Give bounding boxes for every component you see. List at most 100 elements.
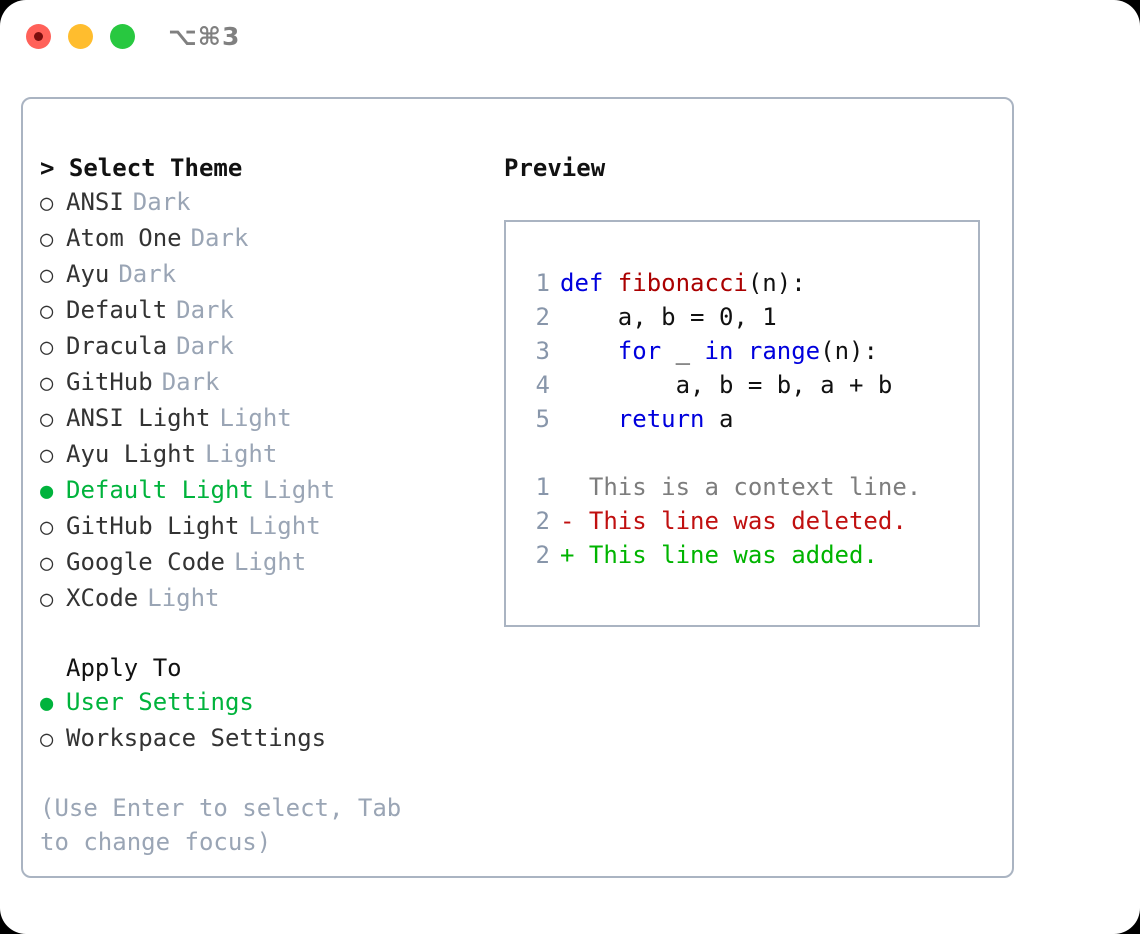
select-theme-header: > Select Theme bbox=[40, 154, 243, 182]
diff-line-text: This is a context line. bbox=[560, 473, 922, 501]
theme-option-label: XCode bbox=[66, 584, 139, 612]
code-token-plain bbox=[560, 405, 618, 433]
theme-option-label: Default bbox=[66, 296, 168, 324]
theme-option-kind: Dark bbox=[118, 260, 177, 288]
radio-unselected-icon: ○ bbox=[40, 551, 54, 576]
code-line: 1 def fibonacci(n): bbox=[520, 266, 974, 300]
radio-unselected-icon: ○ bbox=[40, 227, 54, 252]
diff-line-number: 2 bbox=[535, 507, 550, 535]
radio-unselected-icon: ○ bbox=[40, 515, 54, 540]
code-line: 3 for _ in range(n): bbox=[520, 334, 974, 368]
diff-line-text: - This line was deleted. bbox=[560, 507, 907, 535]
code-line: 5 return a bbox=[520, 402, 974, 436]
apply-to-header: Apply To bbox=[66, 654, 182, 682]
theme-option-xcode[interactable]: ○ XCode Light bbox=[40, 581, 490, 617]
apply-to-list[interactable]: ● User Settings ○ Workspace Settings bbox=[40, 685, 490, 757]
apply-to-option-label: Workspace Settings bbox=[66, 724, 327, 752]
code-line-text: return a bbox=[560, 402, 734, 436]
theme-option-kind: Dark bbox=[176, 332, 234, 360]
code-line-number: 1 bbox=[535, 269, 550, 297]
radio-selected-icon: ● bbox=[40, 691, 54, 716]
theme-option-kind: Light bbox=[219, 404, 292, 432]
theme-option-label: Ayu Light bbox=[66, 440, 197, 468]
diff-line-del: 2 - This line was deleted. bbox=[520, 504, 974, 538]
close-button-icon[interactable] bbox=[26, 24, 51, 49]
radio-unselected-icon: ○ bbox=[40, 371, 54, 396]
code-token-plain: a bbox=[704, 405, 734, 433]
apply-to-option-user-settings[interactable]: ● User Settings bbox=[40, 685, 490, 721]
theme-option-default[interactable]: ○ Default Dark bbox=[40, 293, 490, 329]
diff-line-number: 1 bbox=[535, 473, 550, 501]
code-diff-spacer bbox=[520, 436, 974, 470]
maximize-button-icon[interactable] bbox=[110, 24, 135, 49]
theme-option-label: Dracula bbox=[66, 332, 168, 360]
code-line-number: 5 bbox=[535, 405, 550, 433]
theme-option-label: ANSI bbox=[66, 188, 124, 216]
diff-line-number: 2 bbox=[535, 541, 550, 569]
code-token-plain: _ bbox=[661, 337, 705, 365]
theme-option-default-light[interactable]: ● Default Light Light bbox=[40, 473, 490, 509]
minimize-button-icon[interactable] bbox=[68, 24, 93, 49]
code-line-text: a, b = 0, 1 bbox=[560, 300, 777, 334]
title-bar: ⌥⌘3 bbox=[0, 0, 1140, 78]
radio-selected-icon: ● bbox=[40, 479, 54, 504]
code-token-plain: a, b = 0, 1 bbox=[560, 303, 777, 331]
code-line-number: 4 bbox=[535, 371, 550, 399]
code-token-plain bbox=[733, 337, 747, 365]
theme-option-kind: Light bbox=[205, 440, 278, 468]
apply-to-section: Apply To ● User Settings ○ Workspace Settin… bbox=[40, 651, 490, 757]
code-token-kw: for bbox=[617, 337, 662, 365]
radio-unselected-icon: ○ bbox=[40, 263, 54, 288]
traffic-lights bbox=[26, 24, 135, 49]
code-line: 2 a, b = 0, 1 bbox=[520, 300, 974, 334]
code-line-number: 2 bbox=[535, 303, 550, 331]
theme-option-label: Default Light bbox=[66, 476, 254, 504]
theme-option-kind: Light bbox=[262, 476, 336, 504]
window-title: ⌥⌘3 bbox=[168, 22, 241, 51]
apply-to-option-label: User Settings bbox=[66, 688, 254, 716]
code-token-kw: in bbox=[704, 337, 734, 365]
code-line-text: def fibonacci(n): bbox=[560, 266, 806, 300]
theme-option-ayu-light[interactable]: ○ Ayu Light Light bbox=[40, 437, 490, 473]
radio-unselected-icon: ○ bbox=[40, 727, 54, 752]
code-token-kw: range bbox=[747, 337, 821, 365]
diff-line-text: + This line was added. bbox=[560, 541, 878, 569]
radio-unselected-icon: ○ bbox=[40, 443, 54, 468]
theme-option-kind: Dark bbox=[176, 296, 234, 324]
theme-option-label: GitHub Light bbox=[66, 512, 240, 540]
theme-option-kind: Dark bbox=[190, 224, 249, 252]
theme-option-ayu[interactable]: ○ Ayu Dark bbox=[40, 257, 490, 293]
diff-line-ctx: 1 This is a context line. bbox=[520, 470, 974, 504]
theme-option-label: Google Code bbox=[66, 548, 225, 576]
theme-option-label: ANSI Light bbox=[66, 404, 211, 432]
radio-unselected-icon: ○ bbox=[40, 299, 54, 324]
radio-unselected-icon: ○ bbox=[40, 587, 54, 612]
code-token-kw: return bbox=[617, 405, 705, 433]
theme-option-label: Ayu bbox=[66, 260, 110, 288]
code-token-plain: (n): bbox=[747, 269, 806, 297]
code-line: 4 a, b = b, a + b bbox=[520, 368, 974, 402]
theme-option-label: GitHub bbox=[66, 368, 153, 396]
code-line-number: 3 bbox=[535, 337, 550, 365]
diff-sample: 1 This is a context line. 2 - This line wa… bbox=[520, 470, 974, 572]
code-line-text: for _ in range(n): bbox=[560, 334, 878, 368]
apply-to-option-workspace-settings[interactable]: ○ Workspace Settings bbox=[40, 721, 490, 757]
theme-option-kind: Light bbox=[147, 584, 220, 612]
theme-option-kind: Dark bbox=[132, 188, 191, 216]
preview-title: Preview bbox=[504, 154, 606, 182]
